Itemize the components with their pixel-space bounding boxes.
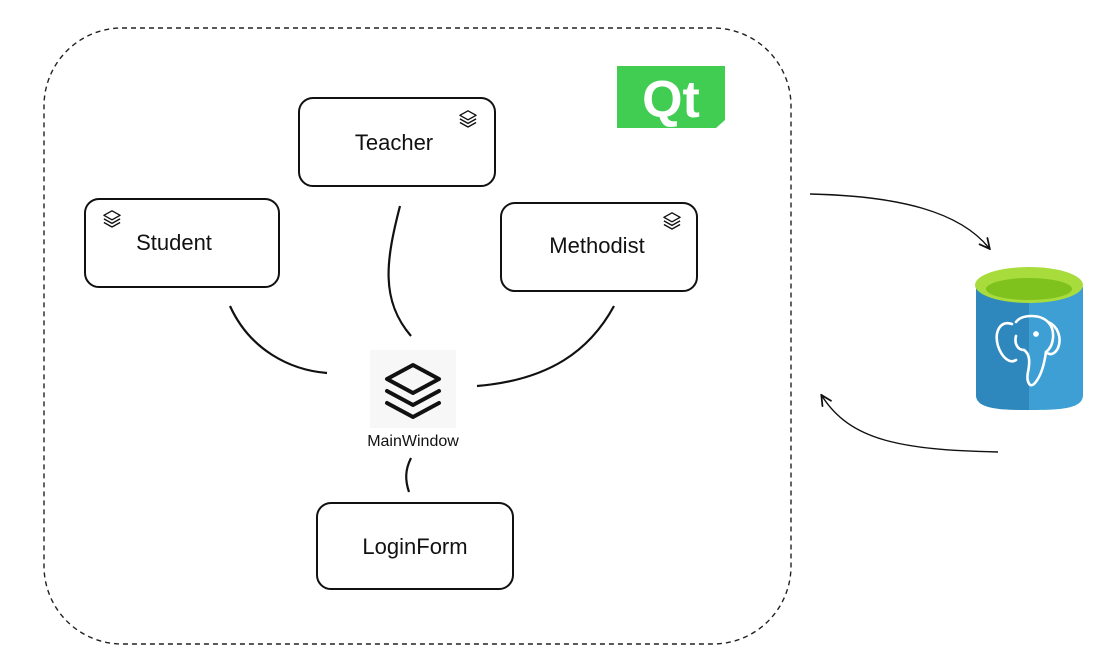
- mainwindow-node: MainWindow: [367, 350, 459, 450]
- methodist-label: Methodist: [549, 233, 644, 258]
- methodist-node: Methodist: [500, 202, 698, 292]
- teacher-label: Teacher: [355, 130, 433, 155]
- qt-logo: Qt: [617, 66, 725, 129]
- layers-stack-icon: [385, 363, 441, 419]
- student-connector: [228, 305, 328, 375]
- arrow-from-database: [822, 396, 999, 453]
- loginform-label: LoginForm: [362, 534, 467, 559]
- loginform-connector: [405, 457, 412, 493]
- arrow-to-database: [809, 193, 989, 248]
- teacher-node: Teacher: [298, 97, 496, 187]
- layers-stack-icon: [459, 110, 477, 128]
- database-icon: [975, 267, 1083, 410]
- student-node: Student: [84, 198, 280, 288]
- loginform-node: LoginForm: [316, 502, 514, 590]
- qt-logo-text: Qt: [642, 71, 700, 129]
- teacher-connector: [387, 205, 412, 337]
- postgresql-elephant-icon: [995, 314, 1061, 387]
- methodist-connector: [476, 305, 615, 388]
- student-label: Student: [136, 230, 212, 255]
- mainwindow-label: MainWindow: [367, 433, 459, 450]
- layers-stack-icon: [663, 212, 681, 230]
- layers-stack-icon: [103, 210, 121, 228]
